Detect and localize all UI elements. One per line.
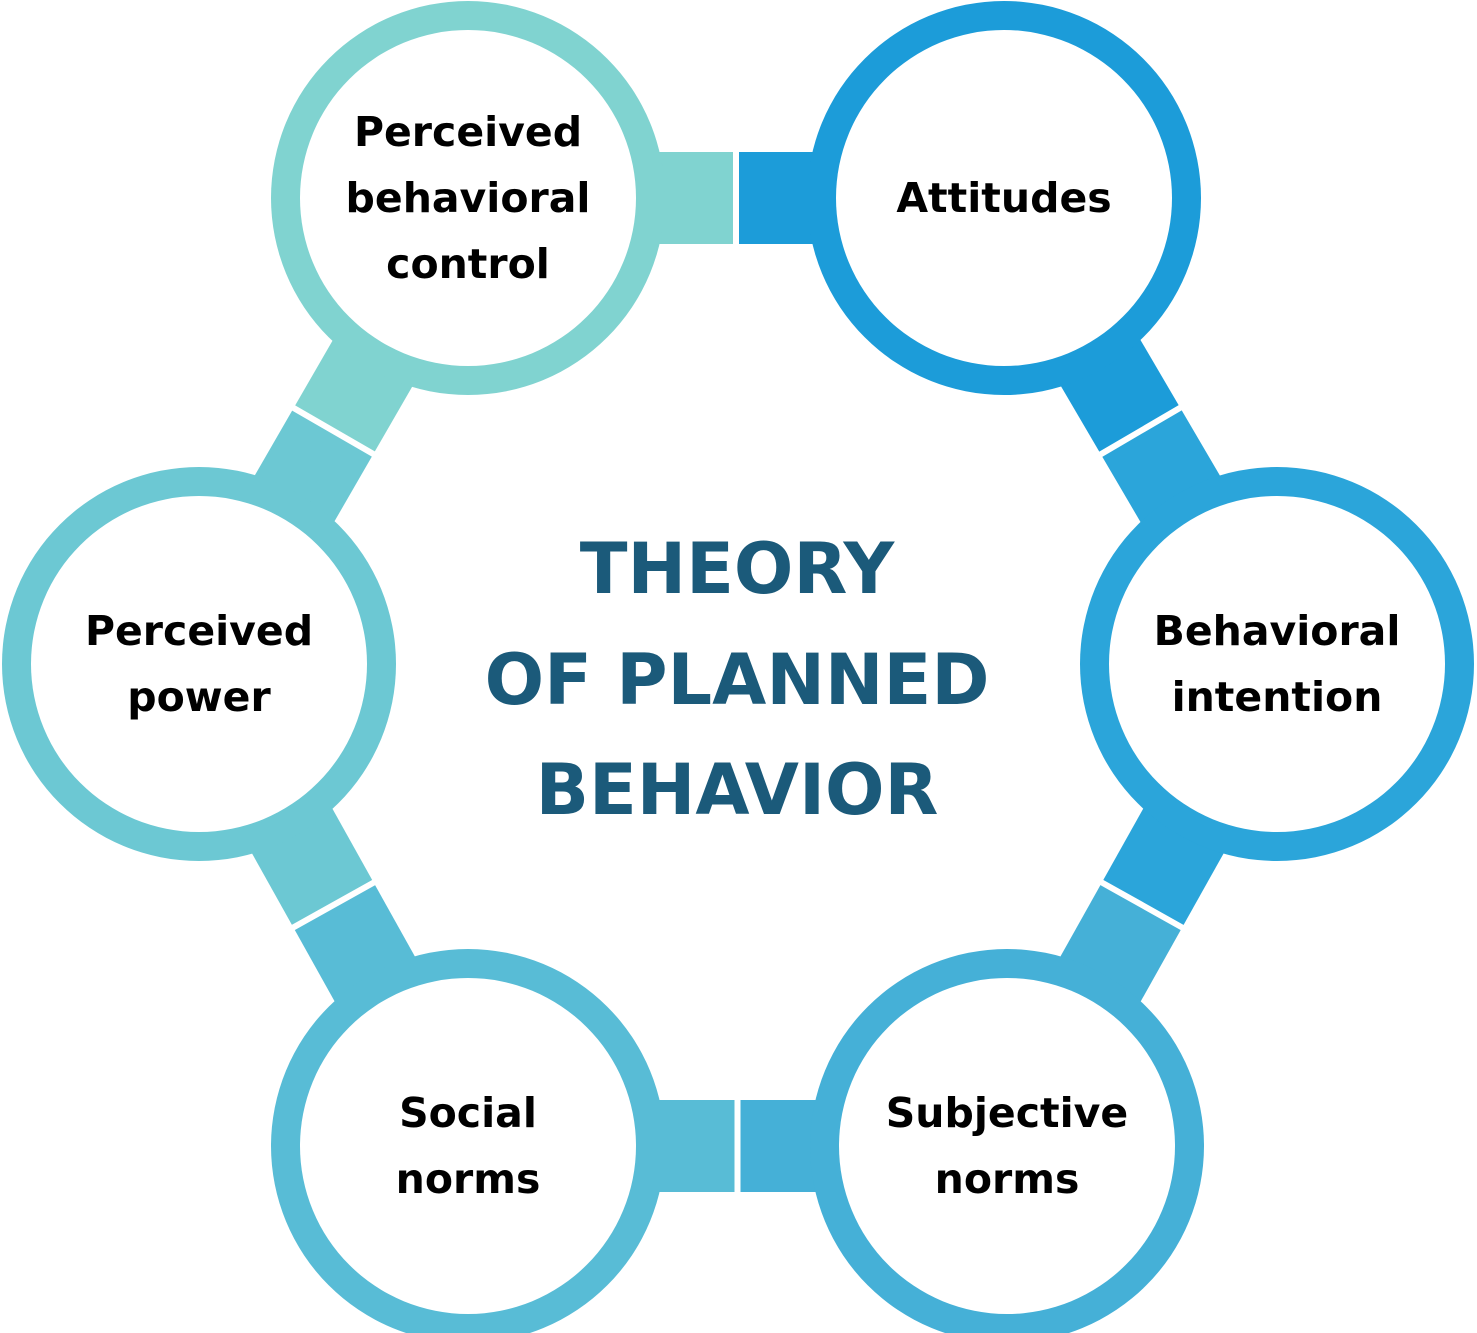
node-label-line: Subjective bbox=[886, 1089, 1128, 1137]
node-behavioral-intention: Behavioral intention bbox=[1080, 467, 1474, 861]
connector-divider bbox=[733, 148, 739, 248]
node-label-line: behavioral bbox=[346, 174, 591, 222]
center-title: THEORY OF PLANNED BEHAVIOR bbox=[485, 528, 990, 831]
node-face bbox=[31, 496, 367, 832]
node-face bbox=[300, 978, 636, 1314]
node-label-line: Social bbox=[399, 1089, 537, 1137]
connector-divider bbox=[288, 403, 379, 459]
node-perceived-behavioral-control: Perceived behavioral control bbox=[271, 1, 665, 395]
title-line-3: BEHAVIOR bbox=[536, 749, 939, 831]
node-label-line: Perceived bbox=[354, 108, 582, 156]
node-face bbox=[1109, 496, 1445, 832]
node-label-line: Perceived bbox=[85, 607, 313, 655]
node-label-line: norms bbox=[396, 1155, 541, 1203]
node-label-line: power bbox=[127, 673, 271, 721]
node-face bbox=[300, 30, 636, 366]
title-line-2: OF PLANNED bbox=[485, 639, 990, 721]
connector-divider bbox=[1095, 403, 1186, 459]
node-face bbox=[836, 30, 1172, 366]
node-label-line: Attitudes bbox=[896, 174, 1111, 222]
node-label-line: Behavioral bbox=[1154, 607, 1401, 655]
node-label-line: control bbox=[386, 240, 550, 288]
node-label-line: norms bbox=[935, 1155, 1080, 1203]
connector-divider bbox=[734, 1096, 741, 1196]
node-face bbox=[839, 978, 1175, 1314]
connector-divider bbox=[1096, 877, 1188, 933]
node-perceived-power: Perceived power bbox=[2, 467, 396, 861]
node-label-line: intention bbox=[1172, 673, 1383, 721]
connector-divider bbox=[288, 878, 379, 932]
title-line-1: THEORY bbox=[580, 528, 896, 610]
node-subjective-norms: Subjective norms bbox=[810, 949, 1204, 1333]
node-social-norms: Social norms bbox=[271, 949, 665, 1333]
node-attitudes: Attitudes bbox=[807, 1, 1201, 395]
